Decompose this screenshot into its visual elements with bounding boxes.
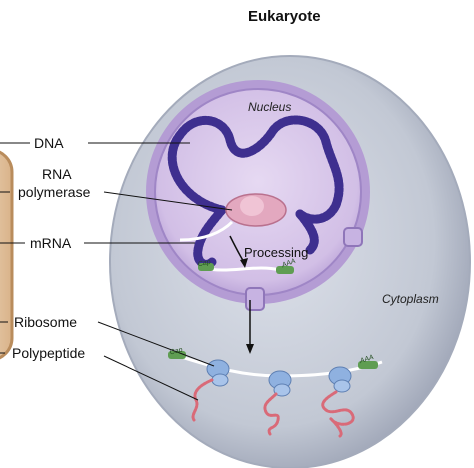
mrna-label: mRNA [30, 235, 72, 251]
leader-lines [0, 142, 233, 401]
ribosome-label: Ribosome [14, 314, 78, 330]
processing-label: Processing [244, 245, 309, 260]
rna-polymerase-label-line2: polymerase [18, 184, 91, 200]
ribosome [328, 366, 352, 393]
polypeptide-chain [263, 392, 280, 436]
nuclear-pore [343, 227, 363, 247]
prokaryote-cell-edge [0, 150, 14, 360]
polypeptide-label: Polypeptide [12, 345, 86, 361]
diagram-title: Eukaryote [248, 8, 321, 25]
processed-mrna-nucleus [198, 263, 294, 274]
cytoplasm-label: Cytoplasm [382, 292, 439, 306]
polypeptide-chain [321, 390, 355, 438]
nascent-mrna [179, 220, 234, 242]
rna-polymerase [225, 193, 287, 227]
nucleus-label: Nucleus [248, 100, 292, 114]
rna-polymerase-label-line1: RNA [42, 166, 72, 182]
processing-arrowhead [240, 258, 248, 268]
dna-label: DNA [34, 135, 64, 151]
polypeptide-chain [191, 378, 214, 422]
export-arrowhead [246, 344, 254, 354]
nuclear-pore [245, 287, 265, 311]
ribosome [268, 370, 292, 397]
cap-label: Cap [197, 258, 212, 269]
